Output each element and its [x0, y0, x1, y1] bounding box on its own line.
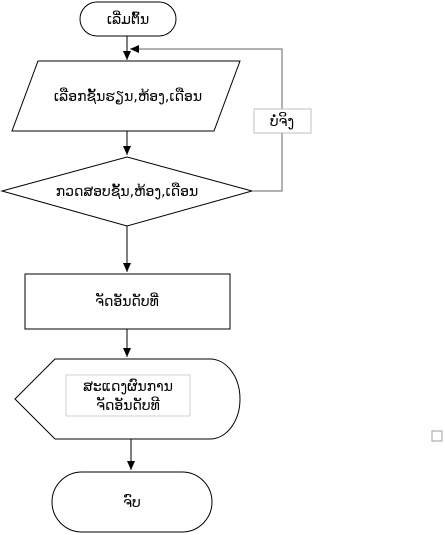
process-box: [24, 273, 231, 330]
end-terminator: [51, 471, 213, 533]
start-terminator: [79, 1, 177, 37]
display-label-line2: ຈັດອັນດັບທີ: [96, 396, 160, 414]
display-label-line1: ສະແດງຜົນການ: [83, 379, 173, 395]
start-label: ເລີ່ມຕົ້ນ: [107, 10, 149, 28]
input-label: ເລືອກຊັ້ນຮຽນ,ຫ້ອງ,ເດືອນ: [54, 87, 202, 105]
display-label-box: [65, 374, 191, 417]
input-parallelogram: [11, 60, 241, 132]
end-label: ຈົບ: [123, 495, 141, 511]
loop-label: ບໍ່ຈິງ: [270, 112, 294, 130]
decision-label: ກວດສອບຊັ້ນ,ຫ້ອງ,ເດືອນ: [56, 182, 199, 200]
process-label: ຈັດອັນດັບທີ່: [95, 292, 159, 310]
loop-label-box: [253, 108, 312, 134]
selection-handle[interactable]: [431, 430, 443, 442]
